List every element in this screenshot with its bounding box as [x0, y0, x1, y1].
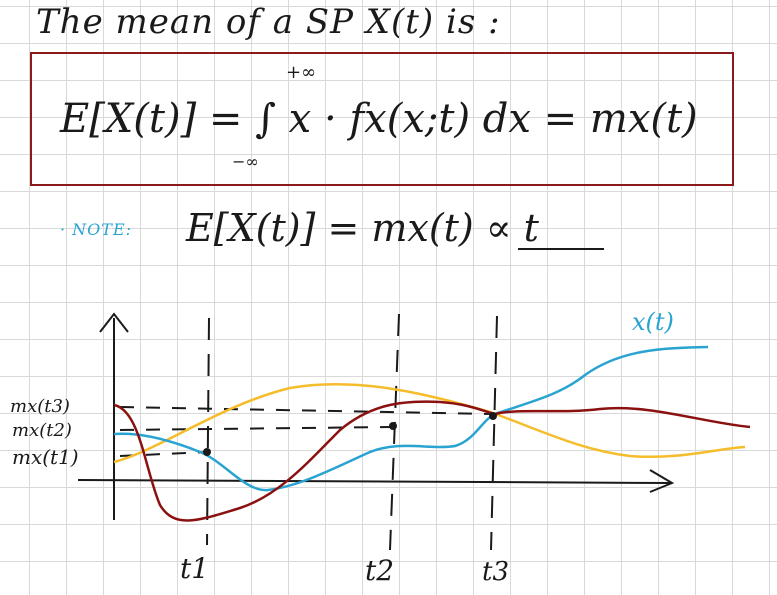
x-label-t2: t2 [365, 554, 394, 587]
red-curve [113, 400, 751, 522]
y-label-mx-t2: mx(t2) [12, 420, 72, 441]
blue-curve-x-t [113, 345, 709, 492]
integral-lower-limit: −∞ [232, 152, 259, 171]
integral-upper-limit: +∞ [286, 62, 317, 83]
mx-t3-dashed-line [119, 406, 494, 415]
note-underline [518, 248, 604, 250]
x-label-t3: t3 [482, 557, 509, 587]
heading-text: The mean of a SP X(t) is : [36, 2, 501, 42]
x-axis-arrow [649, 469, 675, 493]
point-t3 [489, 412, 497, 420]
note-formula: E[X(t)] = mx(t) ∝ t [186, 206, 539, 250]
t1-dashed-line [206, 317, 210, 546]
point-t2 [389, 422, 397, 430]
mean-formula: E[X(t)] = ∫ x · fx(x;t) dx = mx(t) [60, 96, 698, 142]
y-label-mx-t3: mx(t3) [10, 396, 70, 417]
curve-label-x-t: x(t) [632, 308, 674, 336]
note-label: · NOTE: [60, 220, 133, 239]
t2-dashed-line [389, 313, 400, 551]
mx-t2-dashed-line [119, 426, 393, 431]
t3-dashed-line [490, 315, 498, 551]
y-label-mx-t1: mx(t1) [12, 445, 79, 469]
formula-box: +∞ E[X(t)] = ∫ x · fx(x;t) dx = mx(t) −∞ [30, 52, 734, 186]
x-axis [77, 479, 671, 484]
point-t1 [203, 448, 211, 456]
x-label-t1: t1 [180, 552, 209, 585]
y-axis-arrow [99, 312, 129, 333]
